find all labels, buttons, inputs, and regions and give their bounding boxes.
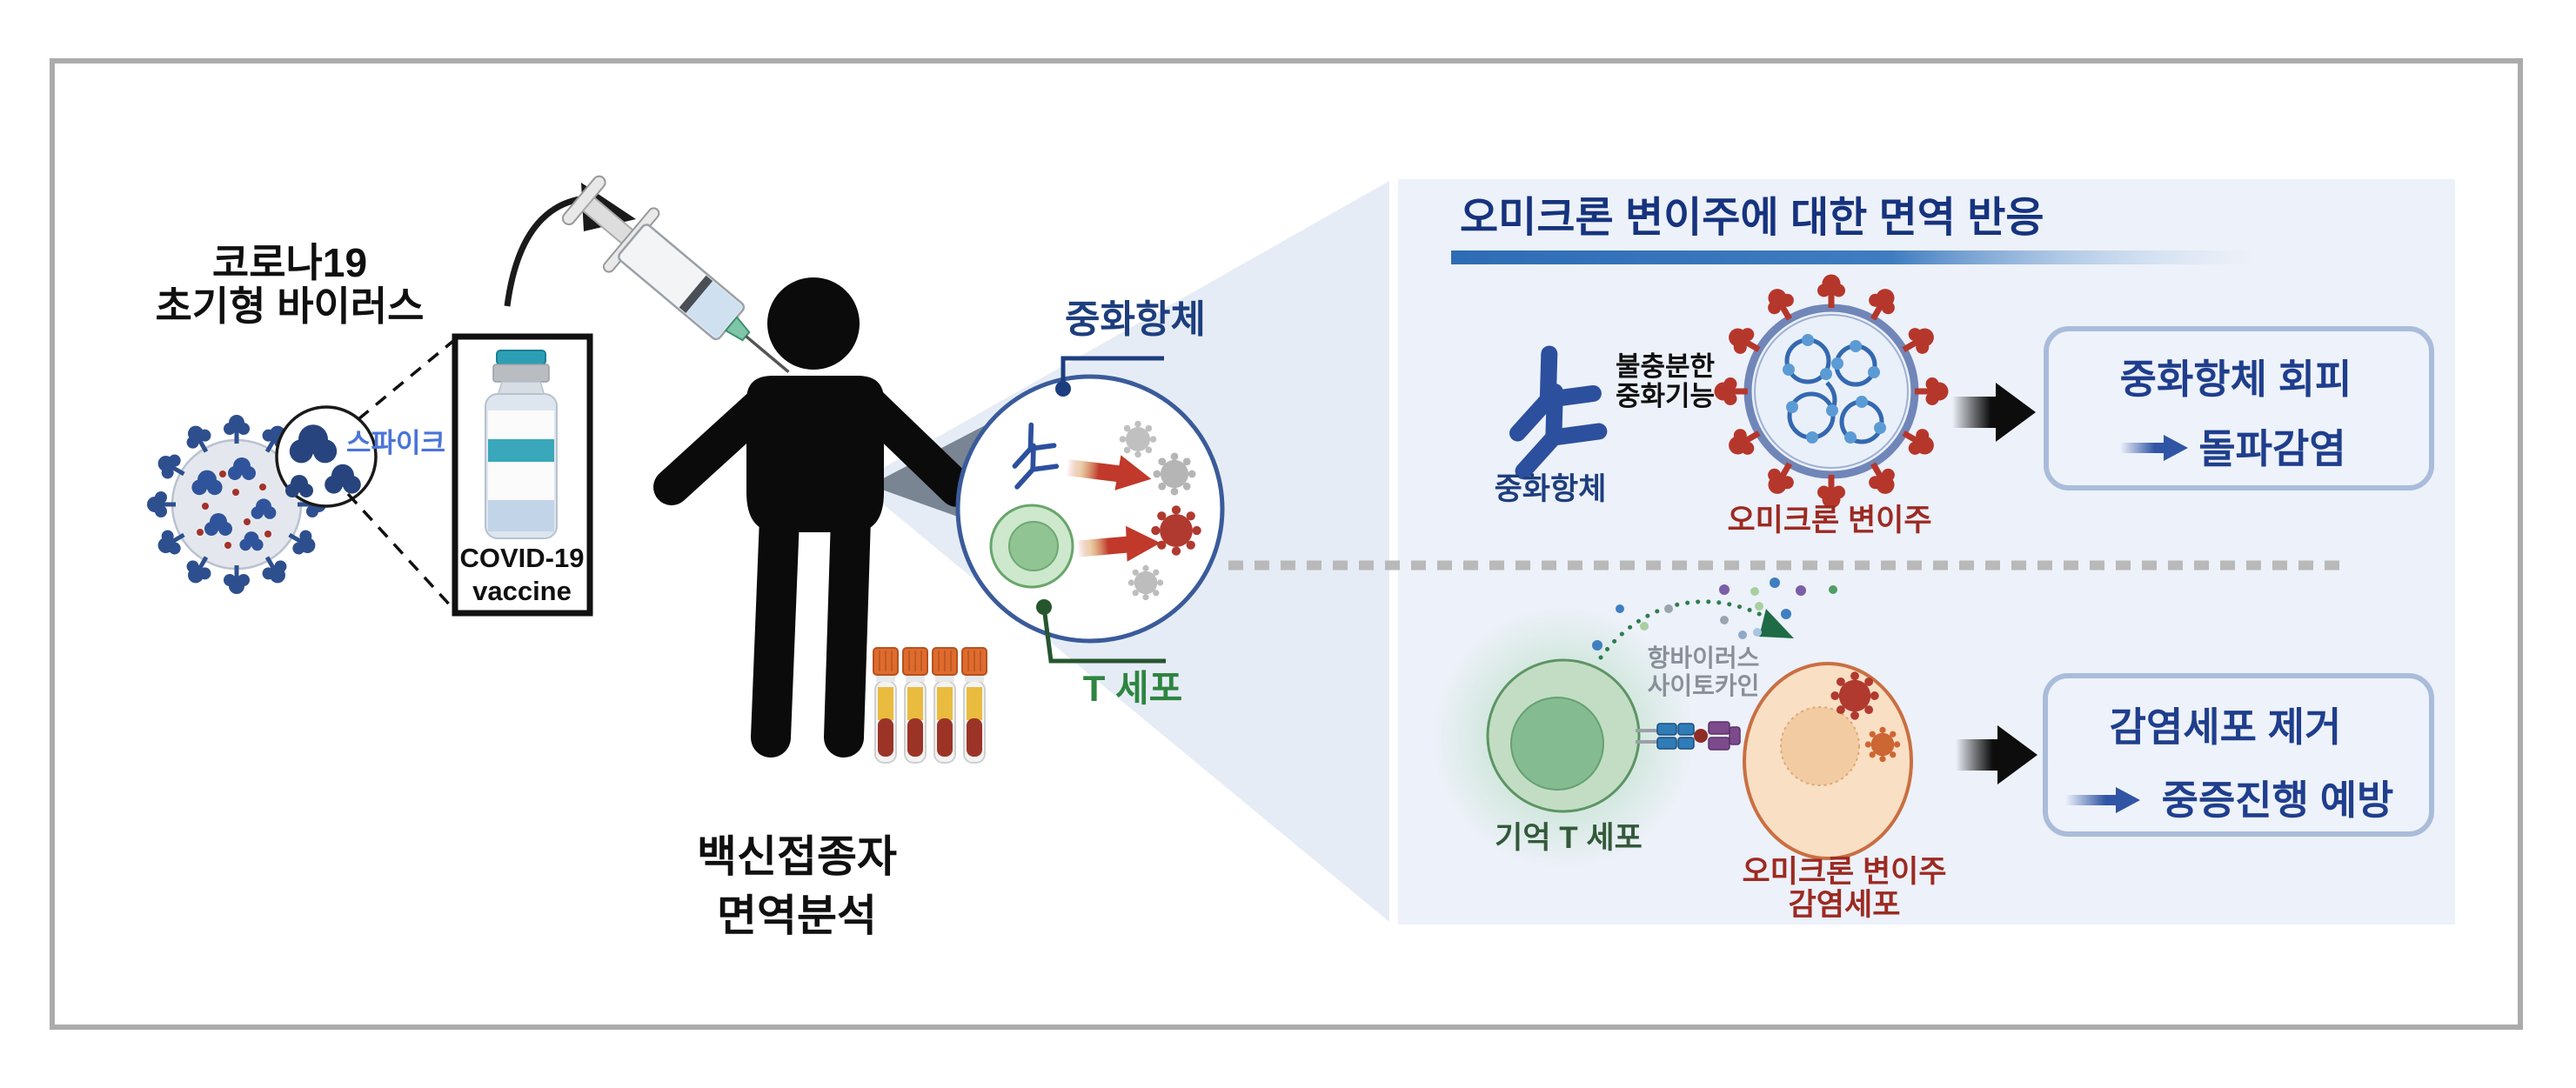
gray-virus-icon bbox=[1153, 452, 1196, 496]
vaccine-vial bbox=[485, 350, 558, 539]
insufficient-label-line1: 불충분한 bbox=[1616, 351, 1715, 382]
cytokine-label-line2: 사이토카인 bbox=[1648, 672, 1760, 699]
tcell-arrow bbox=[1076, 525, 1161, 562]
circle-tcell-label: T 세포 bbox=[1083, 668, 1183, 709]
outcome-top-line2: 돌파감염 bbox=[2198, 426, 2345, 471]
caption-line1: 백신접종자 bbox=[697, 832, 897, 881]
cytokine-arrowhead bbox=[1759, 609, 1794, 638]
infected-cell-label-line2: 감염세포 bbox=[1789, 888, 1901, 922]
omicron-label: 오미크론 변이주 bbox=[1727, 504, 1931, 537]
spike-magnifier bbox=[275, 405, 378, 508]
insufficient-label-line2: 중화기능 bbox=[1616, 381, 1715, 411]
virus-title-line2: 초기형 바이러스 bbox=[155, 284, 424, 329]
spike-label: 스파이크 bbox=[346, 428, 445, 458]
infected-cell-illustration bbox=[1743, 662, 1913, 860]
omicron-panel: 오미크론 변이주에 대한 면역 반응 불충분한 중화기능 중화항체 bbox=[1433, 195, 2434, 922]
vaccine-vial-box: COVID-19 vaccine bbox=[452, 333, 593, 617]
red-virus-icon bbox=[1151, 505, 1201, 556]
original-virus-section: 코로나19 초기형 바이러스 bbox=[147, 183, 636, 617]
memory-tcell-label: 기억 T 세포 bbox=[1495, 821, 1643, 855]
cytokine-dots bbox=[1592, 577, 1837, 651]
tcell-callout bbox=[1036, 599, 1166, 664]
tcell-mini-nucleus bbox=[1008, 521, 1059, 571]
cytokine-label-line1: 항바이러스 bbox=[1648, 644, 1760, 671]
outcome-top-line1: 중화항체 회피 bbox=[2120, 357, 2352, 402]
immune-synapse bbox=[1636, 721, 1741, 751]
red-virus-icon bbox=[1864, 726, 1901, 763]
result-arrow-top bbox=[1952, 383, 2036, 442]
blue-arrow-icon bbox=[2120, 435, 2188, 461]
result-arrow-bottom bbox=[1956, 725, 2037, 784]
syringe-icon bbox=[561, 175, 790, 374]
omicron-virus-illustration bbox=[1714, 274, 1949, 509]
infected-cell-label-line1: 오미크론 변이주 bbox=[1742, 855, 1946, 889]
blood-tube bbox=[873, 647, 899, 764]
blood-tube-rack bbox=[873, 647, 987, 764]
person-silhouette bbox=[653, 277, 975, 758]
red-virus-icon bbox=[1830, 671, 1879, 720]
vial-label-line2: vaccine bbox=[472, 576, 572, 606]
immune-circle: 중화항체 T 세포 bbox=[955, 298, 1225, 709]
panel-antibody-label: 중화항체 bbox=[1495, 472, 1607, 506]
outcome-box-top: 중화항체 회피 돌파감염 bbox=[2044, 326, 2434, 491]
coronavirus-illustration bbox=[147, 415, 326, 594]
memory-tcell-illustration bbox=[1486, 658, 1641, 813]
outcome-box-bottom: 감염세포 제거 중증진행 예방 bbox=[2043, 673, 2434, 837]
vial-label-line1: COVID-19 bbox=[460, 543, 585, 573]
caption-line2: 면역분석 bbox=[717, 891, 877, 940]
circle-antibody-label: 중화항체 bbox=[1065, 298, 1206, 341]
panel-title: 오미크론 변이주에 대한 면역 반응 bbox=[1460, 195, 2044, 241]
antibody-callout bbox=[1055, 356, 1164, 397]
gray-virus-icon bbox=[1119, 420, 1157, 458]
gray-virus-icon bbox=[1127, 564, 1164, 601]
zoom-dashed-connectors bbox=[346, 339, 455, 611]
blue-arrow-icon bbox=[2065, 787, 2140, 813]
rna-beads bbox=[1783, 334, 1886, 444]
outcome-bottom-line1: 감염세포 제거 bbox=[2110, 704, 2342, 750]
neutralizing-arrow bbox=[1066, 455, 1152, 491]
virus-title-line1: 코로나19 bbox=[212, 240, 367, 285]
title-underline-bar bbox=[1451, 250, 2251, 264]
cytokine-spray bbox=[1592, 577, 1837, 660]
outcome-bottom-line2: 중증진행 예방 bbox=[2162, 778, 2394, 823]
